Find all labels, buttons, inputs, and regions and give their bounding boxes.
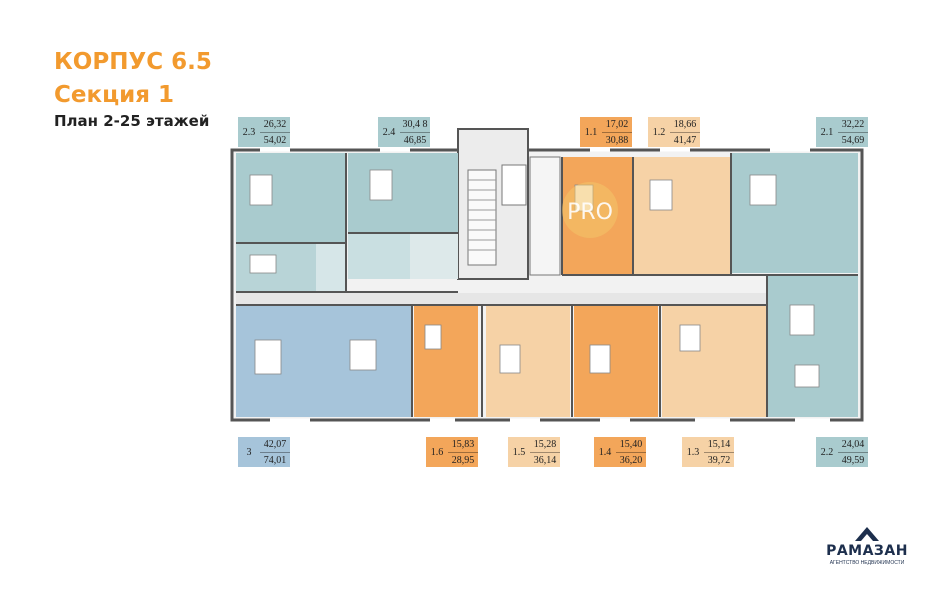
living-area: 30,4 8 [400,117,430,133]
apartment-badge-1-1[interactable]: 1.1 17,02 30,88 [580,117,632,147]
apartment-badge-1-4[interactable]: 1.4 15,40 36,20 [594,437,646,467]
apartment-badge-1-6[interactable]: 1.6 15,83 28,95 [426,437,478,467]
apartment-code: 1.6 [430,446,444,458]
apartment-badge-1-5[interactable]: 1.5 15,28 36,14 [508,437,560,467]
living-area: 15,40 [616,437,646,453]
living-area: 24,04 [838,437,868,453]
total-area: 54,02 [263,135,287,146]
living-area: 18,66 [670,117,700,133]
room-2-4-a[interactable] [348,153,458,233]
apartment-code: 2.1 [820,126,834,138]
living-area: 42,07 [260,437,290,453]
apartment-badge-1-3[interactable]: 1.3 15,14 39,72 [682,437,734,467]
total-area: 28,95 [451,455,475,466]
total-area: 36,14 [533,455,557,466]
living-area: 26,32 [260,117,290,133]
watermark-text: PRO [567,200,613,225]
apartment-code: 2.4 [382,126,396,138]
total-area: 54,69 [841,135,865,146]
section-title: Секция 1 [54,82,175,108]
living-area: 32,22 [838,117,868,133]
logo-name: РАМАЗАН [826,543,908,559]
room-1-2[interactable] [634,157,730,275]
logo-roof-icon [855,527,879,541]
total-area: 36,20 [619,455,643,466]
living-area: 15,28 [530,437,560,453]
room-1-5[interactable] [486,305,570,417]
apartment-code: 1.2 [652,126,666,138]
room-1-4[interactable] [574,305,658,417]
room-2-2[interactable] [768,275,858,417]
apartment-code: 1.4 [598,446,612,458]
plan-subtitle: План 2-25 этажей [54,112,210,130]
apartment-badge-3[interactable]: 3 42,07 74,01 [238,437,290,467]
room-2-4-c[interactable] [410,233,458,279]
room-1-3[interactable] [662,305,766,417]
building-title: КОРПУС 6.5 [54,49,212,75]
apartment-badge-2-4[interactable]: 2.4 30,4 8 46,85 [378,117,430,147]
apartment-code: 2.3 [242,126,256,138]
watermark-circle [562,182,618,238]
apartment-badge-2-3[interactable]: 2.3 26,32 54,02 [238,117,290,147]
total-area: 41,47 [673,135,697,146]
apartment-badge-2-1[interactable]: 2.1 32,22 54,69 [816,117,868,147]
room-1-6[interactable] [414,305,478,417]
room-2-4-b[interactable] [348,233,410,279]
apartment-badge-1-2[interactable]: 1.2 18,66 41,47 [648,117,700,147]
living-area: 15,83 [448,437,478,453]
total-area: 74,01 [263,455,287,466]
floor-plan: PRO [230,128,864,422]
total-area: 30,88 [605,135,629,146]
agency-logo: РАМАЗАН АГЕНТСТВО НЕДВИЖИМОСТИ [812,527,922,577]
apartment-code: 1.1 [584,126,598,138]
logo-subtitle: АГЕНТСТВО НЕДВИЖИМОСТИ [829,560,905,566]
apartment-code: 2.2 [820,446,834,458]
total-area: 39,72 [707,455,731,466]
apartment-badge-2-2[interactable]: 2.2 24,04 49,59 [816,437,868,467]
apartment-code: 1.3 [686,446,700,458]
living-area: 15,14 [704,437,734,453]
apartment-code: 3 [246,446,252,458]
apartment-code: 1.5 [512,446,526,458]
room-2-3-c[interactable] [316,243,346,291]
room-2-1[interactable] [732,153,858,273]
total-area: 46,85 [403,135,427,146]
living-area: 17,02 [602,117,632,133]
total-area: 49,59 [841,455,865,466]
